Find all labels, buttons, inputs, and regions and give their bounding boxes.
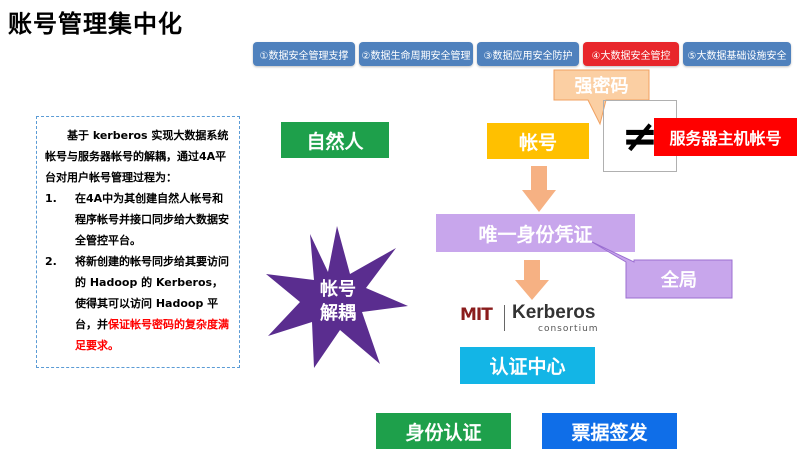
account-label: 帐号 xyxy=(518,131,557,154)
strong-password-label: 强密码 xyxy=(574,76,629,97)
step-text: 在4A中为其创建自然人帐号和程序帐号并接口同步给大数据安全管控平台。 xyxy=(75,192,229,247)
description-panel: 基于 kerberos 实现大数据系统帐号与服务器帐号的解耦，通过4A平台对用户… xyxy=(36,116,240,368)
callout-global-shape xyxy=(591,241,733,299)
tab-label: ④大数据安全管控 xyxy=(591,50,671,62)
tab-bigdata-infra[interactable]: ⑤大数据基础设施安全 xyxy=(683,42,791,66)
star-burst-shape xyxy=(266,226,408,368)
ticket-issue-box: 票据签发 xyxy=(542,413,677,449)
tab-label: ①数据安全管理支撑 xyxy=(259,50,349,62)
step-body: 将新创建的帐号同步给其要访问的 Hadoop 的 Kerberos，使得其可以访… xyxy=(75,251,233,356)
ticket-issue-label: 票据签发 xyxy=(571,421,648,444)
step-number: 1. xyxy=(45,192,57,205)
consortium-text: consortium xyxy=(538,324,599,334)
decouple-line1: 帐号 xyxy=(320,279,356,300)
decouple-label: 帐号 解耦 xyxy=(302,272,374,332)
down-arrow-icon xyxy=(515,260,549,300)
global-label: 全局 xyxy=(661,270,697,291)
identity-auth-label: 身份认证 xyxy=(405,421,482,444)
mit-logo-text: MIT xyxy=(460,305,493,325)
tab-label: ⑤大数据基础设施安全 xyxy=(687,50,787,62)
page-title: 账号管理集中化 xyxy=(8,10,183,38)
step-item: 1. 在4A中为其创建自然人帐号和程序帐号并接口同步给大数据安全管控平台。 xyxy=(45,188,233,251)
tab-label: ③数据应用安全防护 xyxy=(483,50,573,62)
unique-credential-label: 唯一身份凭证 xyxy=(478,223,593,246)
description-intro: 基于 kerberos 实现大数据系统帐号与服务器帐号的解耦，通过4A平台对用户… xyxy=(45,129,229,184)
identity-auth-box: 身份认证 xyxy=(376,413,511,449)
server-account-label: 服务器主机帐号 xyxy=(669,129,782,148)
auth-center-box: 认证中心 xyxy=(460,347,595,384)
kerberos-logo-text: Kerberos xyxy=(512,302,596,323)
step-number: 2. xyxy=(45,255,57,268)
tab-data-app-protection[interactable]: ③数据应用安全防护 xyxy=(477,42,579,66)
natural-person-label: 自然人 xyxy=(306,130,364,153)
tab-label: ②数据生命周期安全管理 xyxy=(361,50,471,62)
unique-credential-box: 唯一身份凭证 xyxy=(436,214,635,252)
decouple-line2: 解耦 xyxy=(320,303,356,324)
tab-bigdata-control[interactable]: ④大数据安全管控 xyxy=(583,42,679,66)
step-item: 2. 将新创建的帐号同步给其要访问的 Hadoop 的 Kerberos，使得其… xyxy=(45,251,233,356)
tab-data-security-support[interactable]: ①数据安全管理支撑 xyxy=(253,42,355,66)
account-box: 帐号 xyxy=(487,123,589,159)
natural-person-box: 自然人 xyxy=(281,122,389,158)
kerberos-logo: MIT Kerberos consortium xyxy=(460,302,610,338)
step-highlight: 保证帐号密码的复杂度满足要求。 xyxy=(75,318,229,352)
auth-center-label: 认证中心 xyxy=(489,356,566,378)
down-arrow-icon xyxy=(522,166,556,212)
step-text: 将新创建的帐号同步给其要访问的 Hadoop 的 Kerberos，使得其可以访… xyxy=(75,255,229,331)
logo-divider xyxy=(504,305,505,331)
server-account-box: 服务器主机帐号 xyxy=(654,118,797,156)
tab-data-lifecycle[interactable]: ②数据生命周期安全管理 xyxy=(359,42,473,66)
